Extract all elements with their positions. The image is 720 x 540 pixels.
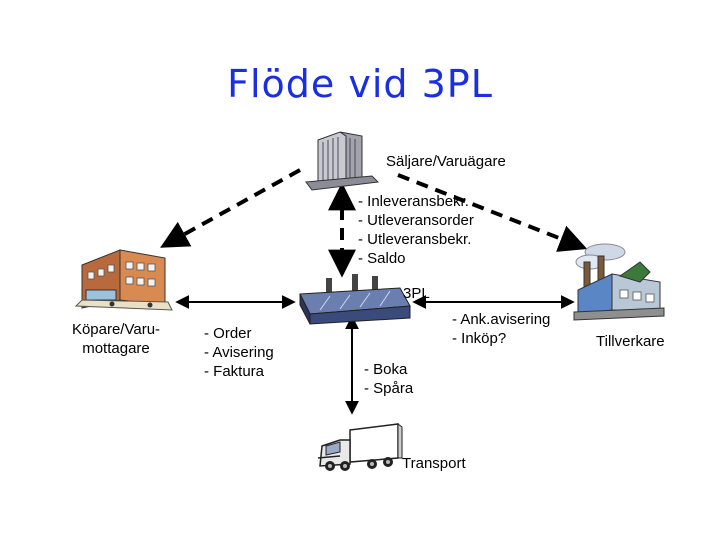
warehouse-icon (299, 274, 411, 325)
flow-item: - Utleveransorder (358, 212, 474, 229)
flow-item: - Boka (364, 361, 408, 378)
flow-item: - Saldo (358, 250, 406, 267)
flow-item: - Utleveransbekr. (358, 231, 472, 248)
arrow-seller-buyer (160, 168, 301, 248)
office-tower-icon (305, 131, 380, 191)
buyer-label: Köpare/Varu- mottagare (60, 320, 172, 358)
flow-item: - Faktura (204, 363, 265, 380)
arrow-seller-manufacturer (397, 173, 588, 252)
flow-item: - Order (204, 325, 252, 342)
manufacturer-label: Tillverkare (596, 333, 665, 350)
flow-item: - Spåra (364, 380, 414, 397)
flow-manufacturer-3pl: - Ank.avisering - Inköp? (452, 310, 550, 348)
buyer-label-line: mottagare (82, 340, 150, 357)
flow-item: - Inköp? (452, 330, 507, 347)
flow-item: - Ank.avisering (452, 311, 551, 328)
3pl-label: 3PL (403, 285, 430, 302)
flow-seller-3pl: - Inleveransbekr. - Utleveransorder - Ut… (358, 192, 474, 268)
flow-item: - Avisering (204, 344, 274, 361)
flow-item: - Inleveransbekr. (358, 193, 469, 210)
truck-icon (317, 423, 403, 471)
store-building-icon (74, 249, 173, 311)
flow-buyer-3pl: - Order - Avisering - Faktura (204, 324, 274, 381)
seller-label: Säljare/Varuägare (386, 153, 506, 170)
buyer-label-line: Köpare/Varu- (71, 321, 161, 338)
page-title: Flöde vid 3PL (227, 62, 493, 106)
transport-label: Transport (402, 455, 466, 472)
flow-transport-3pl: - Boka - Spåra (364, 360, 413, 398)
factory-icon (573, 243, 665, 321)
